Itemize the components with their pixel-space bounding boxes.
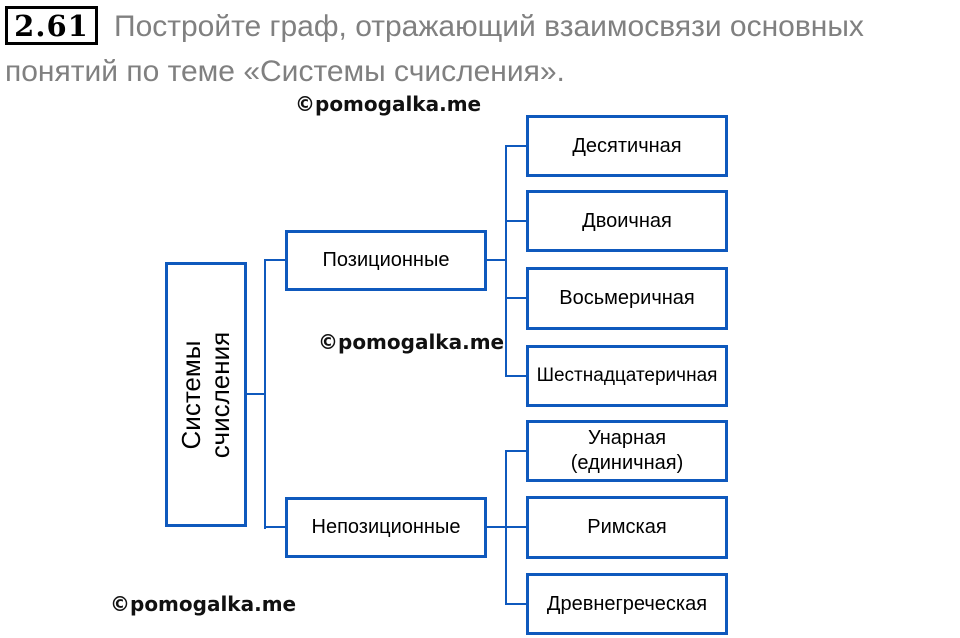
node-decimal: Десятичная [526, 115, 728, 177]
node-ancient-greek: Древнегреческая [526, 573, 728, 635]
connector-nonpositional-in-stub [264, 526, 285, 528]
connector-ancient-greek-stub [505, 603, 526, 605]
connector-roman-stub [505, 526, 526, 528]
task-title-line1: Постройте граф, отражающий взаимосвязи о… [114, 10, 864, 43]
node-roman: Римская [526, 496, 728, 559]
node-positional: Позиционные [285, 230, 487, 291]
connector-positional-in-stub [264, 259, 285, 261]
connector-binary-stub [505, 220, 526, 222]
unary-label-line1: Унарная [587, 427, 667, 449]
node-non-positional: Непозиционные [285, 497, 487, 558]
task-title-line2: понятий по теме «Системы счисления». [5, 55, 565, 88]
node-number-systems: Системы счисления [165, 262, 247, 527]
root-label-line2: счисления [205, 331, 235, 458]
node-hexadecimal: Шестнадцатеричная [526, 345, 728, 407]
node-octal: Восьмеричная [526, 267, 728, 330]
unary-label-line2: (единичная) [570, 452, 684, 474]
connector-octal-stub [505, 297, 526, 299]
connector-root-stub [247, 393, 266, 395]
connector-level1-vline [264, 259, 266, 529]
watermark-middle: ©pomogalka.me [318, 330, 505, 354]
root-label-line1: Системы [175, 340, 206, 449]
connector-decimal-stub [505, 145, 526, 147]
connector-positional-out-stub [487, 259, 507, 261]
node-binary: Двоичная [526, 190, 728, 252]
connector-hexadecimal-stub [505, 375, 526, 377]
watermark-top: ©pomogalka.me [295, 92, 482, 116]
connector-nonpositional-out-stub [487, 526, 507, 528]
connector-unary-stub [505, 450, 526, 452]
node-number-systems-label: Системы счисления [175, 262, 235, 527]
watermark-bottom: ©pomogalka.me [110, 592, 297, 616]
node-unary-label: Унарная (единичная) [571, 426, 683, 476]
connector-positional-vline [505, 145, 507, 377]
task-number-badge: 2.61 [5, 6, 98, 45]
node-unary: Унарная (единичная) [526, 420, 728, 482]
